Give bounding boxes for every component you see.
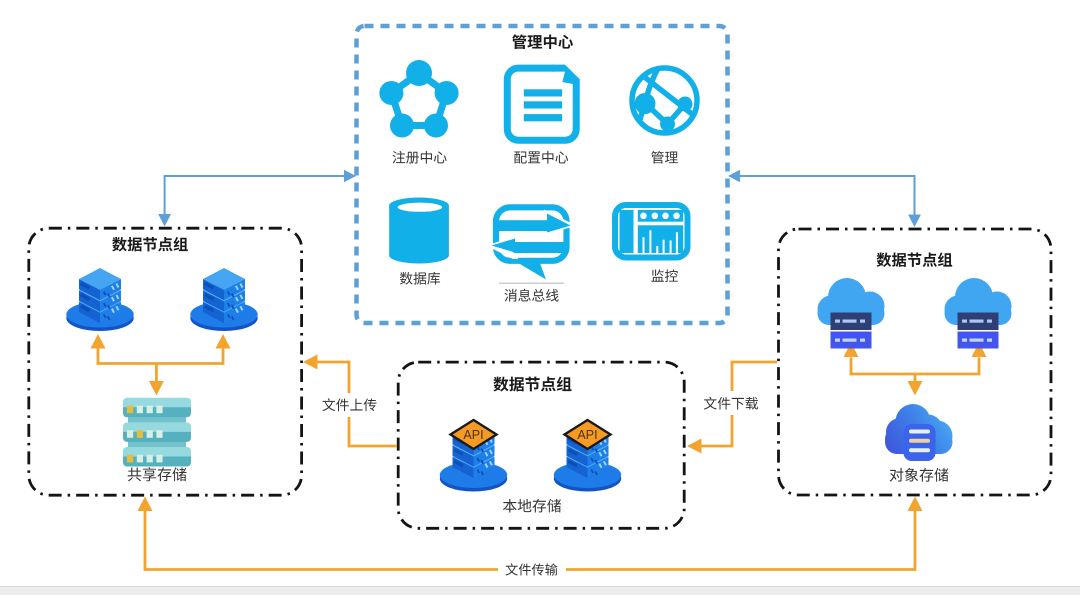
svg-text:API: API <box>463 428 483 442</box>
svg-text:API: API <box>577 428 597 442</box>
